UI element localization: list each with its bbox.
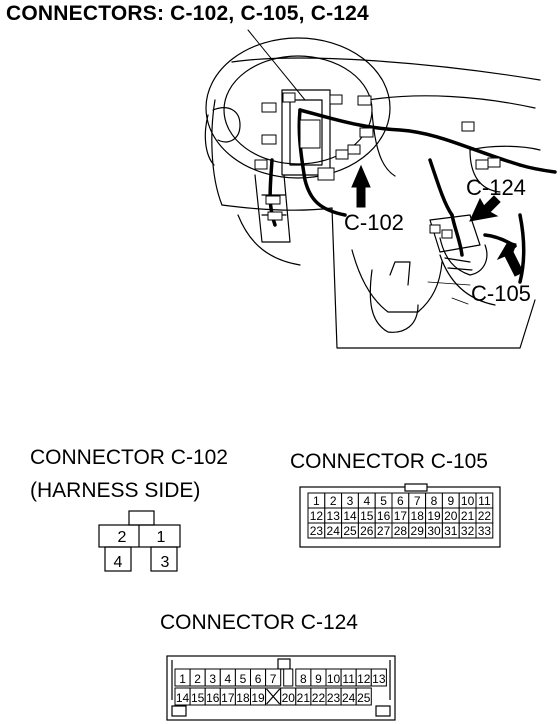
c124-pin: 11 bbox=[342, 672, 355, 686]
c105-pin: 4 bbox=[363, 494, 370, 508]
c124-pin: 7 bbox=[270, 672, 277, 686]
c105-pin: 12 bbox=[310, 509, 324, 523]
label-c124: C-124 bbox=[466, 175, 526, 200]
c105-pin: 26 bbox=[360, 524, 374, 538]
c105-pin: 33 bbox=[478, 524, 492, 538]
page-title: CONNECTORS: C-102, C-105, C-124 bbox=[6, 2, 369, 25]
c124-pin: 22 bbox=[312, 691, 326, 705]
c105-pin: 29 bbox=[411, 524, 425, 538]
c124-pin: 9 bbox=[315, 672, 322, 686]
c105-pin: 24 bbox=[327, 524, 341, 538]
c124-pin: 4 bbox=[225, 672, 232, 686]
c105-pin: 15 bbox=[360, 509, 374, 523]
c105-cell bbox=[475, 522, 494, 539]
c105-pin: 21 bbox=[461, 509, 475, 523]
c124-pin: 14 bbox=[176, 691, 190, 705]
c105-pin: 28 bbox=[394, 524, 408, 538]
c124-pin: 15 bbox=[191, 691, 205, 705]
label-c102: C-102 bbox=[344, 210, 404, 235]
c124-pin: 12 bbox=[357, 672, 371, 686]
label-c105: C-105 bbox=[471, 281, 531, 306]
c124-pin: 13 bbox=[372, 672, 386, 686]
c105-pin: 14 bbox=[343, 509, 357, 523]
c105-pin: 17 bbox=[394, 509, 408, 523]
c124-pin: 24 bbox=[342, 691, 356, 705]
arrow-c102 bbox=[351, 164, 371, 208]
c105-pin: 1 bbox=[313, 494, 320, 508]
c105-pin: 27 bbox=[377, 524, 391, 538]
c124-cell bbox=[283, 668, 294, 687]
c124-pin: 1 bbox=[179, 672, 186, 686]
c105-pin: 5 bbox=[380, 494, 387, 508]
c105-pin: 19 bbox=[427, 509, 441, 523]
c105-pin: 30 bbox=[427, 524, 441, 538]
c124-pin: 21 bbox=[297, 691, 311, 705]
c105-pin: 23 bbox=[310, 524, 324, 538]
c124-pin: 16 bbox=[206, 691, 220, 705]
c102-heading: CONNECTOR C-102 bbox=[30, 446, 228, 469]
c105-pin: 9 bbox=[447, 494, 454, 508]
c124-pin: 17 bbox=[221, 691, 235, 705]
c124-pin: 20 bbox=[282, 691, 296, 705]
c124-cell bbox=[265, 668, 282, 687]
c102-pin: 3 bbox=[161, 554, 170, 571]
c105-pin: 20 bbox=[444, 509, 458, 523]
c124-pin: 2 bbox=[194, 672, 201, 686]
c124-pin: 5 bbox=[240, 672, 247, 686]
c105-pin: 2 bbox=[330, 494, 337, 508]
c102-pin: 1 bbox=[157, 529, 166, 546]
c105-pin: 13 bbox=[327, 509, 341, 523]
c124-pin: 19 bbox=[251, 691, 265, 705]
c105-pin: 22 bbox=[478, 509, 492, 523]
c102-subheading: (HARNESS SIDE) bbox=[30, 479, 201, 502]
c124-pin: 3 bbox=[209, 672, 216, 686]
c102-pin: 4 bbox=[114, 554, 123, 571]
c124-heading: CONNECTOR C-124 bbox=[160, 611, 358, 634]
arrow-c105 bbox=[496, 241, 524, 277]
c105-pin: 10 bbox=[461, 494, 475, 508]
c105-pin: 7 bbox=[414, 494, 421, 508]
c105-heading: CONNECTOR C-105 bbox=[290, 450, 488, 473]
c124-pin: 25 bbox=[357, 691, 371, 705]
c105-pin: 6 bbox=[397, 494, 404, 508]
c124-pin: 6 bbox=[255, 672, 262, 686]
c105-pin: 8 bbox=[431, 494, 438, 508]
c124-pin: 18 bbox=[236, 691, 250, 705]
c124-pin: 10 bbox=[327, 672, 341, 686]
c105-pin: 18 bbox=[411, 509, 425, 523]
c124-cell bbox=[370, 668, 387, 687]
c105-pin: 16 bbox=[377, 509, 391, 523]
c105-pin: 3 bbox=[347, 494, 354, 508]
c105-pin: 25 bbox=[343, 524, 357, 538]
c102-pin: 2 bbox=[118, 529, 127, 546]
c105-pin: 32 bbox=[461, 524, 475, 538]
c124-empty-cavity bbox=[266, 688, 281, 705]
c124-pin: 8 bbox=[300, 672, 307, 686]
c124-cell bbox=[355, 687, 372, 706]
c124-pin: 23 bbox=[327, 691, 341, 705]
arrow-c124 bbox=[469, 195, 501, 222]
c105-pin: 31 bbox=[444, 524, 458, 538]
c105-pin: 11 bbox=[478, 494, 491, 508]
